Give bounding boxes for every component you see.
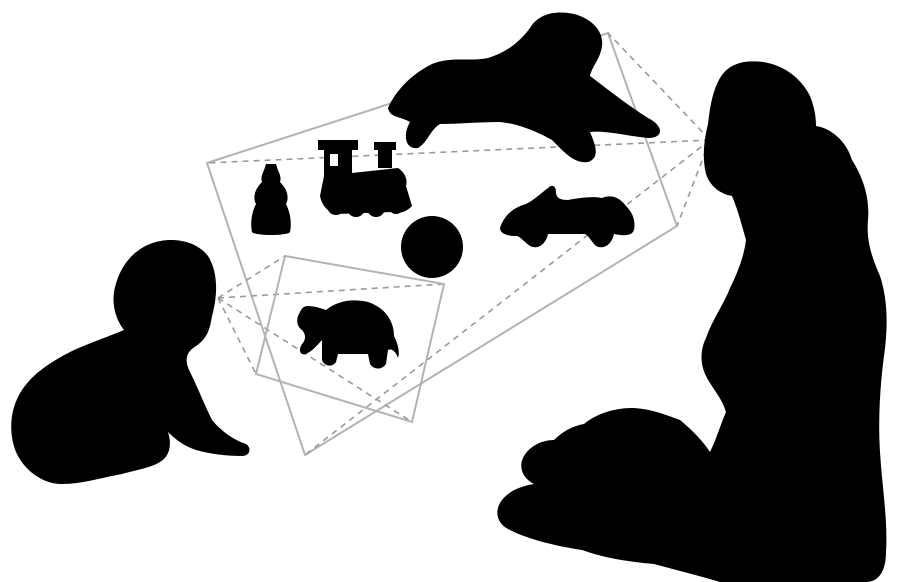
elephant-toy-icon [297,300,399,369]
infant-view-frame [254,254,446,424]
dog-toy-icon [388,12,660,163]
ball-toy-icon [401,216,463,278]
infant-silhouette-icon [11,240,250,484]
adult-silhouette-icon [497,61,887,582]
train-toy-icon [318,140,412,217]
bottle-toy-icon [251,164,291,235]
infant-view-rays [217,255,445,423]
car-toy-icon [500,185,635,248]
